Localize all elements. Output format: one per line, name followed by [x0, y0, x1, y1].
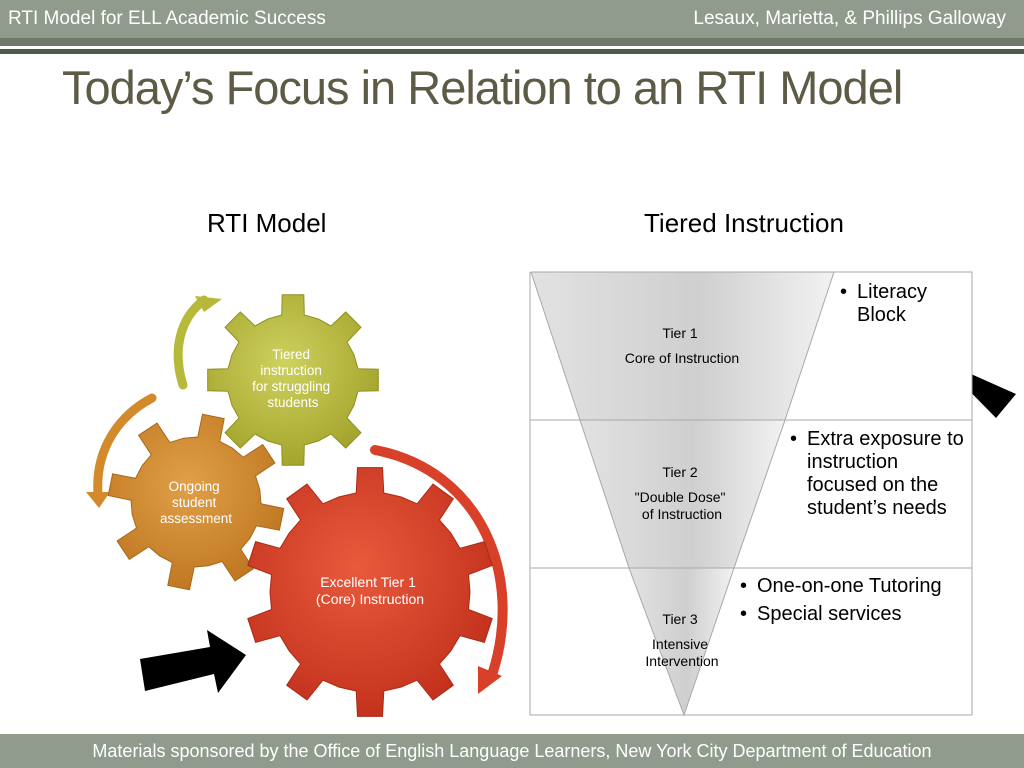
gear-icon-bottom [247, 467, 493, 717]
bullet-text: Literacy Block [857, 281, 928, 326]
tier-3-label: Tier 3 Intensive Intervention [645, 611, 718, 669]
tier-1-mask [530, 271, 531, 272]
tier-3-box [529, 567, 973, 716]
tier-3-bullets: •One-on-one Tutoring •Special services [740, 575, 970, 626]
pointer-arrow-left [140, 630, 246, 693]
arrow-middle-head [86, 492, 110, 508]
gear-icon-middle [107, 413, 285, 591]
funnel-tier-1 [530, 271, 835, 421]
header-bar: RTI Model for ELL Academic Success Lesau… [0, 0, 1024, 38]
gear-middle-label: Ongoing student assessment [160, 479, 232, 526]
list-item: •Special services [740, 603, 902, 625]
list-item: •Extra exposure to instruction focused o… [790, 428, 970, 520]
gear-bottom-label: Excellent Tier 1 (Core) Instruction [316, 574, 424, 607]
slide-title: Today’s Focus in Relation to an RTI Mode… [62, 61, 903, 114]
gear-icon-top [207, 294, 379, 466]
bullet-text: Extra exposure to instruction focused on… [807, 428, 964, 519]
gear-top-label: Tiered instruction for struggling studen… [252, 347, 334, 410]
tier-1-label: Tier 1 Core of Instruction [625, 325, 739, 366]
header-stripe [0, 38, 1024, 46]
header-stripe-gap [0, 46, 1024, 49]
arrow-bottom-head [478, 666, 502, 694]
arrow-bottom-curve [370, 445, 508, 680]
bullet-text: Special services [757, 603, 902, 625]
header-stripe-dark [0, 49, 1024, 54]
footer-bar: Materials sponsored by the Office of Eng… [0, 734, 1024, 768]
arrow-top-curve [173, 295, 209, 390]
rti-model-heading: RTI Model [207, 208, 327, 238]
list-item: •Literacy Block [840, 281, 970, 327]
tier-1-bullets: •Literacy Block [840, 281, 970, 327]
tier-2-label: Tier 2 "Double Dose" of Instruction [635, 464, 730, 522]
header-left-text: RTI Model for ELL Academic Success [8, 8, 326, 29]
tiered-instruction-heading: Tiered Instruction [644, 208, 844, 238]
arrow-top-head [195, 296, 222, 312]
arrow-middle-curve [93, 393, 157, 499]
list-item: •One-on-one Tutoring [740, 575, 942, 597]
tier-2-bullets: •Extra exposure to instruction focused o… [790, 428, 970, 520]
funnel-tier-3 [628, 567, 735, 717]
footer-text: Materials sponsored by the Office of Eng… [92, 741, 932, 761]
bullet-text: One-on-one Tutoring [757, 575, 942, 597]
header-right-text: Lesaux, Marietta, & Phillips Galloway [693, 8, 1006, 29]
